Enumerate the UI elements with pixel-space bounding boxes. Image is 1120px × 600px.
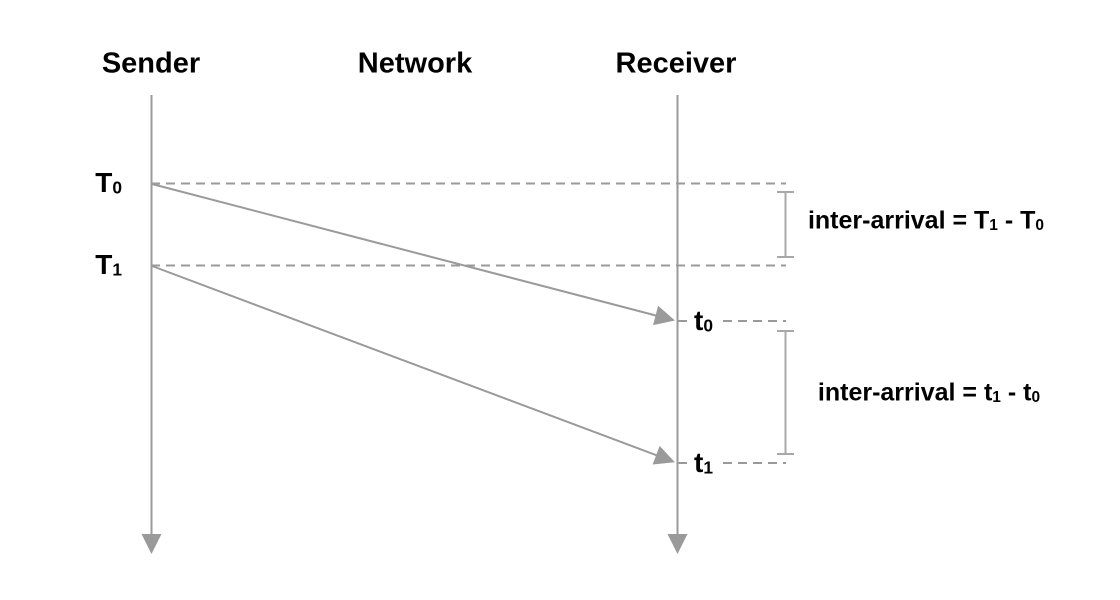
packet-arrow-2 <box>151 265 675 465</box>
send-interarrival-annotation: inter-arrival = T1 - T0 <box>807 206 1045 235</box>
receive-annotation-sub1: 1 <box>992 388 1001 406</box>
receive-time-t1-subscript: 1 <box>703 457 713 478</box>
receive-time-label-t0: t0 <box>690 307 717 335</box>
send-time-label-T1: T1 <box>95 251 122 279</box>
packet-arrow-1 <box>151 183 675 326</box>
column-header-receiver: Receiver <box>615 47 737 80</box>
receive-interval-bracket <box>777 330 794 455</box>
receive-annotation-infix: - t <box>1000 378 1032 407</box>
send-annotation-sub2: 0 <box>1035 216 1045 234</box>
receive-annotation-sub2: 0 <box>1031 388 1041 406</box>
column-header-sender: Sender <box>101 47 201 80</box>
send-interval-bracket <box>777 191 794 258</box>
send-time-T0-subscript: 0 <box>112 177 122 198</box>
send-time-label-T0: T0 <box>95 169 122 197</box>
send-time-T1-base: T <box>95 249 113 280</box>
send-annotation-text: inter-arrival = T <box>807 206 990 235</box>
send-time-T0-base: T <box>95 167 113 198</box>
receive-time-t0-base: t <box>694 305 704 336</box>
column-header-network: Network <box>357 47 473 80</box>
receive-time-t1-base: t <box>694 447 704 478</box>
receive-time-t0-subscript: 0 <box>703 315 713 336</box>
send-annotation-infix: - T <box>997 206 1036 235</box>
receive-time-label-t1: t1 <box>690 449 717 477</box>
receive-interarrival-annotation: inter-arrival = t1 - t0 <box>817 378 1041 407</box>
receive-annotation-text: inter-arrival = t <box>817 378 993 407</box>
send-time-T1-subscript: 1 <box>112 259 122 280</box>
send-annotation-sub1: 1 <box>989 216 998 234</box>
